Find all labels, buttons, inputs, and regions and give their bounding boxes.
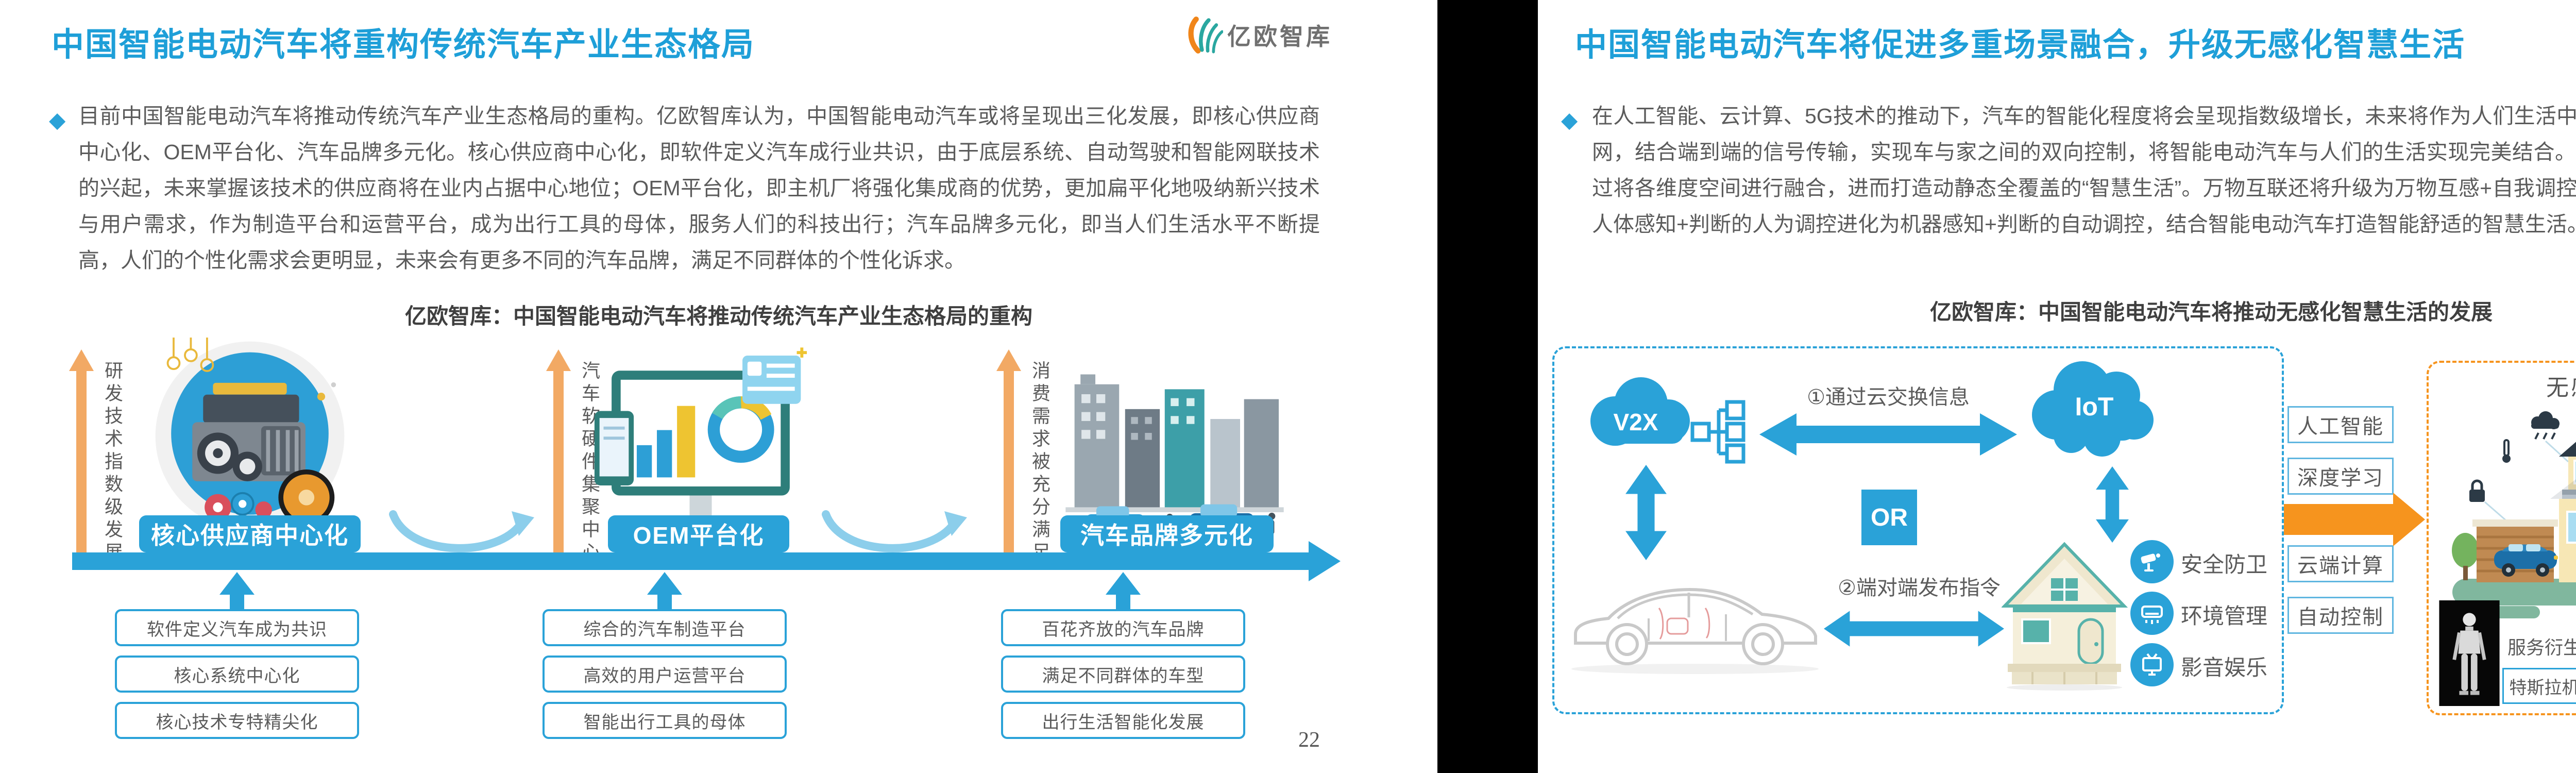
swoosh-arrow-icon xyxy=(389,510,534,552)
tv-icon xyxy=(2142,653,2162,676)
axis-up-arrow-icon xyxy=(996,349,1021,371)
connector-up-arrow-icon xyxy=(1106,572,1141,595)
or-box: OR xyxy=(1861,490,1917,545)
car-outline-icon xyxy=(1571,587,1819,674)
stage-item: 核心系统中心化 xyxy=(115,656,359,693)
timeline-arrowhead-icon xyxy=(1309,541,1341,581)
city-illustration-icon xyxy=(1065,374,1284,536)
connectivity-dashed-box xyxy=(1552,346,2284,714)
tech-box-cloud-computing: 云端计算 xyxy=(2287,545,2394,582)
connector-up-arrow-icon xyxy=(219,572,255,595)
axis-up-arrow-stem xyxy=(76,369,87,552)
page-title: 中国智能电动汽车将促进多重场景融合，升级无感化智慧生活 xyxy=(1575,27,2466,63)
connector-up-arrow-icon xyxy=(647,572,682,595)
axis-label-rd: 研发技术指数级发展 xyxy=(102,361,123,565)
axis-up-arrow-stem xyxy=(553,369,564,552)
axis-up-arrow-stem xyxy=(1004,369,1014,552)
feature-label-security: 安全防卫 xyxy=(2181,552,2268,577)
stage-item: 出行生活智能化发展 xyxy=(1001,702,1245,739)
tesla-robot-label: 特斯拉机器人 xyxy=(2502,668,2576,704)
network-sitemap-icon xyxy=(1690,400,1745,464)
engine-illustration-icon xyxy=(155,338,345,531)
body-paragraph: 目前中国智能电动汽车将推动传统汽车产业生态格局的重构。亿欧智库认为，中国智能电动… xyxy=(78,104,1320,272)
stage-item: 综合的汽车制造平台 xyxy=(543,609,787,646)
feature-label-environment: 环境管理 xyxy=(2181,604,2268,628)
stage-pill-brand: 汽车品牌多元化 xyxy=(1060,515,1274,552)
swoosh-arrow-icon xyxy=(822,510,967,552)
orange-arrow-stem xyxy=(2284,504,2393,535)
double-arrow-vertical-icon xyxy=(1625,465,1667,560)
tech-box-ai: 人工智能 xyxy=(2287,406,2394,443)
v2x-label: V2X xyxy=(1613,409,1658,435)
v2x-cloud-icon xyxy=(1590,377,1690,446)
iot-label: IoT xyxy=(2075,392,2114,421)
iot-cloud-icon xyxy=(2032,361,2154,457)
axis-up-arrow-icon xyxy=(546,349,571,371)
stage-items-oem: 综合的汽车制造平台 高效的用户运营平台 智能出行工具的母体 xyxy=(543,609,787,739)
brand-logo: 亿欧智库 xyxy=(1180,13,1332,57)
smart-life-dashed-box xyxy=(2427,361,2576,715)
stage-items-brand: 百花齐放的汽车品牌 满足不同群体的车型 出行生活智能化发展 xyxy=(1001,609,1245,739)
figure-caption: 亿欧智库：中国智能电动汽车将推动传统汽车产业生态格局的重构 xyxy=(404,304,1032,328)
monitor-illustration-icon xyxy=(594,347,807,533)
air-conditioner-icon xyxy=(2141,606,2163,624)
figure-caption: 亿欧智库：中国智能电动汽车将推动无感化智慧生活的发展 xyxy=(1929,300,2493,324)
orange-arrow-head-icon xyxy=(2393,493,2425,546)
cctv-camera-icon xyxy=(2141,553,2160,572)
entertainment-feature-circle xyxy=(2130,643,2174,686)
smart-home-illustration-icon xyxy=(2452,411,2576,618)
axis-label-demand: 消费需求被充分满足 xyxy=(1029,361,1050,565)
tech-box-deep-learning: 深度学习 xyxy=(2287,458,2394,495)
stage-pill-supplier: 核心供应商中心化 xyxy=(139,515,361,552)
environment-feature-circle xyxy=(2130,592,2174,635)
slide-right: 中国智能电动汽车将促进多重场景融合，升级无感化智慧生活 亿欧智库 ◆ 在人工智能… xyxy=(1538,0,2576,773)
double-arrow-horizontal-icon xyxy=(1759,413,2017,456)
stage-item: 满足不同群体的车型 xyxy=(1001,656,1245,693)
security-feature-circle xyxy=(2130,540,2174,583)
double-arrow-vertical-icon xyxy=(2096,466,2129,543)
stage-item: 百花齐放的汽车品牌 xyxy=(1001,609,1245,646)
smart-life-title: 无感化智慧生活 xyxy=(2546,375,2576,400)
cloud-exchange-label: ①通过云交换信息 xyxy=(1807,386,1970,409)
bullet-diamond-icon: ◆ xyxy=(1561,108,1578,132)
slide-left: 中国智能电动汽车将重构传统汽车产业生态格局 亿欧智库 ◆ 目前中国智能电动汽车将… xyxy=(0,0,1437,773)
stage-items-supplier: 软件定义汽车成为共识 核心系统中心化 核心技术专特精尖化 xyxy=(115,609,359,739)
p2p-label: ②端对端发布指令 xyxy=(1838,577,2001,599)
brand-logo-text: 亿欧智库 xyxy=(1227,23,1332,50)
stage-pill-oem: OEM平台化 xyxy=(608,515,789,552)
stage-item: 软件定义汽车成为共识 xyxy=(115,609,359,646)
eo-logo-icon xyxy=(1188,16,1223,54)
bullet-diamond-icon: ◆ xyxy=(49,108,66,132)
double-arrow-horizontal-icon xyxy=(1824,611,2004,647)
house-illustration-icon xyxy=(2002,542,2128,691)
page-title: 中国智能电动汽车将重构传统汽车产业生态格局 xyxy=(52,27,755,63)
timeline-bar xyxy=(72,552,1309,570)
stage-item: 智能出行工具的母体 xyxy=(543,702,787,739)
body-paragraph: 在人工智能、云计算、5G技术的推动下，汽车的智能化程度将会呈现指数级增长，未来将… xyxy=(1592,104,2576,236)
feature-label-entertainment: 影音娱乐 xyxy=(2181,656,2268,680)
stage-item: 高效的用户运营平台 xyxy=(543,656,787,693)
axis-up-arrow-icon xyxy=(69,349,94,371)
tech-box-auto-control: 自动控制 xyxy=(2287,597,2394,634)
service-derive-label: 服务衍生 xyxy=(2507,637,2576,658)
page-number: 22 xyxy=(1298,728,1320,752)
tesla-robot-photo xyxy=(2439,600,2500,706)
stage-item: 核心技术专特精尖化 xyxy=(115,702,359,739)
